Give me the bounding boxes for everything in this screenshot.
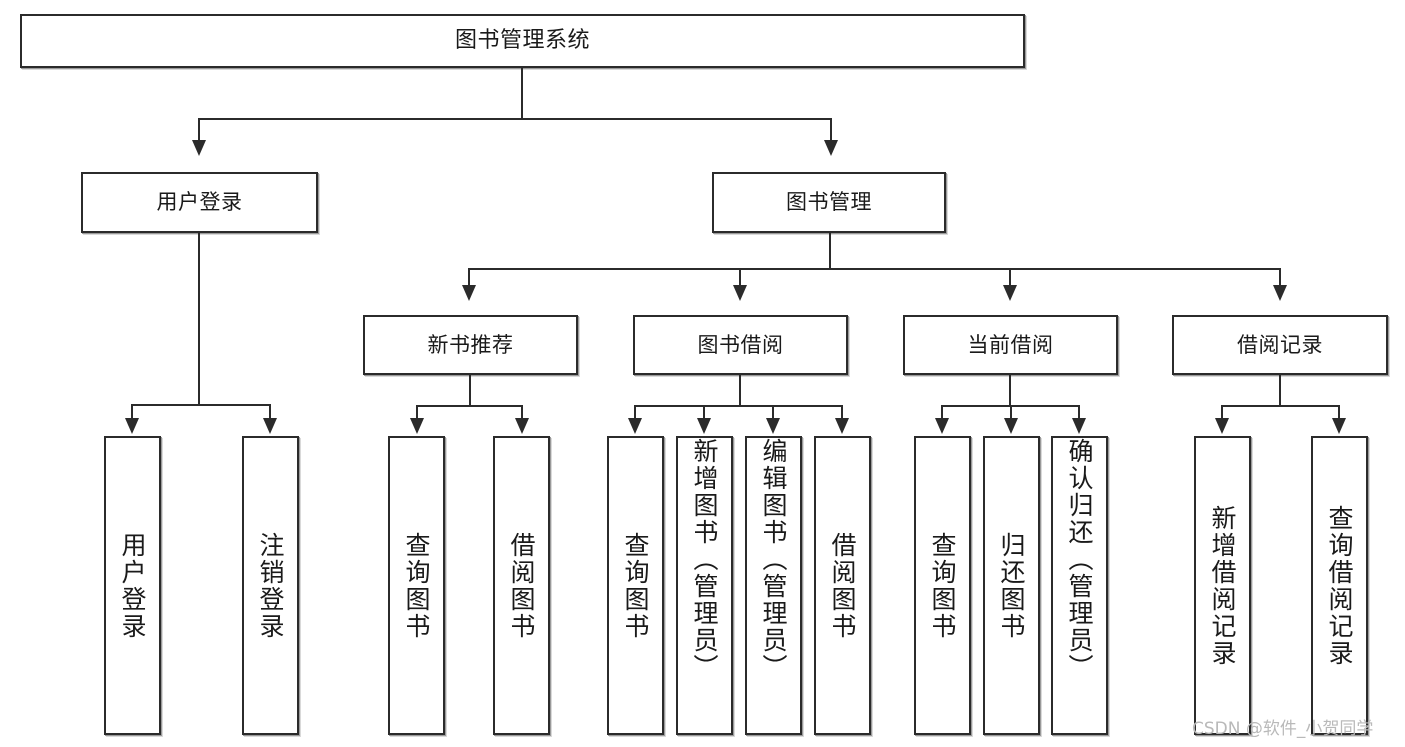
node-book-borrow[interactable]: 图书借阅 [633, 315, 848, 375]
node-label: 借阅记录 [1237, 332, 1323, 357]
node-label: 查询图书 [928, 531, 957, 640]
connector-bm-to-current-borrow [1009, 268, 1011, 286]
connector-cb-leaf-2 [1010, 405, 1012, 419]
connector-br-leaf-2 [1338, 405, 1340, 419]
connector-bb-leaf-1 [634, 405, 636, 419]
connector-user-login-to-leaf-1 [131, 404, 133, 419]
arrowhead-new-book-recommend [462, 285, 476, 301]
connector-bm-to-book-borrow [739, 268, 741, 286]
node-new-book-recommend[interactable]: 新书推荐 [363, 315, 578, 375]
node-label: 归还图书 [997, 531, 1026, 640]
connector-cb-leaf-1 [941, 405, 943, 419]
connector-book-management-bus [468, 268, 1281, 270]
connector-borrow-record-bus [1221, 405, 1340, 407]
arrowhead-book-borrow [733, 285, 747, 301]
arrowhead-leaf-add-book [697, 418, 711, 434]
node-label: 查询借阅记录 [1325, 504, 1354, 667]
arrowhead-leaf-return-book [1004, 418, 1018, 434]
node-label: 借阅图书 [507, 531, 536, 640]
node-label: 编辑图书（管理员） [759, 438, 788, 681]
leaf-add-borrow-record[interactable]: 新增借阅记录 [1194, 436, 1251, 735]
connector-br-leaf-1 [1221, 405, 1223, 419]
leaf-user-login[interactable]: 用户登录 [104, 436, 161, 735]
arrowhead-leaf-user-login [125, 418, 139, 434]
connector-cb-leaf-3 [1078, 405, 1080, 419]
node-label: 当前借阅 [967, 332, 1054, 357]
leaf-user-logout[interactable]: 注销登录 [242, 436, 299, 735]
connector-book-management-stem [829, 233, 831, 269]
connector-root-to-book-management [830, 118, 832, 142]
arrowhead-leaf-query-book-1 [410, 418, 424, 434]
leaf-borrow-book-borrow[interactable]: 借阅图书 [814, 436, 871, 735]
connector-nb-leaf-2 [521, 405, 523, 419]
node-current-borrow[interactable]: 当前借阅 [903, 315, 1118, 375]
connector-bb-leaf-2 [703, 405, 705, 419]
arrowhead-leaf-query-record [1332, 418, 1346, 434]
connector-bm-to-new-book [468, 268, 470, 286]
connector-user-login-stem [198, 233, 200, 405]
connector-new-book-bus [416, 405, 523, 407]
arrowhead-borrow-record [1273, 285, 1287, 301]
node-label: 查询图书 [621, 531, 650, 640]
connector-borrow-record-stem [1279, 375, 1281, 406]
arrowhead-leaf-query-book-2 [628, 418, 642, 434]
leaf-confirm-return-admin[interactable]: 确认归还（管理员） [1051, 436, 1108, 735]
node-user-login[interactable]: 用户登录 [81, 172, 318, 233]
node-label: 新书推荐 [427, 332, 514, 357]
node-label: 查询图书 [402, 531, 431, 640]
leaf-return-book[interactable]: 归还图书 [983, 436, 1040, 735]
connector-user-login-to-leaf-2 [269, 404, 271, 419]
connector-root-to-user-login [198, 118, 200, 142]
node-label: 新增借阅记录 [1208, 504, 1237, 667]
arrowhead-leaf-borrow-book-1 [515, 418, 529, 434]
leaf-query-borrow-record[interactable]: 查询借阅记录 [1311, 436, 1368, 735]
arrowhead-leaf-user-logout [263, 418, 277, 434]
arrowhead-leaf-confirm-return [1072, 418, 1086, 434]
node-label: 图书管理 [786, 190, 872, 215]
node-label: 注销登录 [256, 531, 285, 640]
node-label: 图书借阅 [697, 332, 784, 357]
connector-root-bus [198, 118, 832, 120]
node-label: 新增图书（管理员） [690, 438, 719, 681]
connector-bb-leaf-3 [772, 405, 774, 419]
arrowhead-to-user-login [192, 140, 206, 156]
connector-bm-to-borrow-record [1279, 268, 1281, 286]
arrowhead-leaf-borrow-book-2 [835, 418, 849, 434]
connector-bb-leaf-4 [841, 405, 843, 419]
leaf-borrow-book-recommend[interactable]: 借阅图书 [493, 436, 550, 735]
connector-book-borrow-stem [739, 375, 741, 406]
arrowhead-current-borrow [1003, 285, 1017, 301]
node-label: 借阅图书 [828, 531, 857, 640]
arrowhead-leaf-query-book-3 [935, 418, 949, 434]
connector-new-book-stem [469, 375, 471, 406]
node-book-management[interactable]: 图书管理 [712, 172, 946, 233]
arrowhead-leaf-edit-book [766, 418, 780, 434]
watermark-text: CSDN @软件_小贺同学 [1192, 719, 1374, 739]
leaf-query-book-current[interactable]: 查询图书 [914, 436, 971, 735]
node-root-book-management-system[interactable]: 图书管理系统 [20, 14, 1025, 68]
arrowhead-leaf-add-record [1215, 418, 1229, 434]
node-label: 图书管理系统 [454, 28, 590, 54]
connector-book-borrow-bus [634, 405, 842, 407]
connector-nb-leaf-1 [416, 405, 418, 419]
connector-user-login-bus [131, 404, 269, 406]
leaf-edit-book-admin[interactable]: 编辑图书（管理员） [745, 436, 802, 735]
node-borrow-record[interactable]: 借阅记录 [1172, 315, 1388, 375]
node-label: 用户登录 [118, 531, 147, 640]
arrowhead-to-book-management [824, 140, 838, 156]
connector-root-stem [521, 68, 523, 119]
leaf-add-book-admin[interactable]: 新增图书（管理员） [676, 436, 733, 735]
node-label: 用户登录 [156, 190, 243, 215]
leaf-query-book-recommend[interactable]: 查询图书 [388, 436, 445, 735]
connector-current-borrow-stem [1009, 375, 1011, 406]
leaf-query-book-borrow[interactable]: 查询图书 [607, 436, 664, 735]
node-label: 确认归还（管理员） [1065, 438, 1094, 681]
